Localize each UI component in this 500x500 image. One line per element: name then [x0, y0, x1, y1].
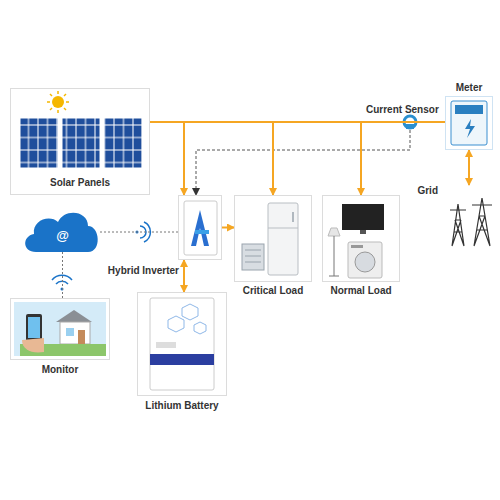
- node-label: Hybrid Inverter: [108, 265, 179, 277]
- monitor-icon: [14, 302, 106, 356]
- node-label: Critical Load: [225, 285, 321, 297]
- load-box: Normal Load: [322, 195, 400, 282]
- monitor-box: Monitor: [10, 298, 110, 360]
- inverter-icon: [184, 201, 217, 255]
- battery-icon: [150, 298, 214, 390]
- power-line: [468, 150, 470, 185]
- load-box: Critical Load: [234, 195, 312, 282]
- tower-icon: [450, 198, 492, 246]
- power-line: [183, 260, 185, 292]
- signal-line: [196, 130, 410, 195]
- fridge-icon: [242, 203, 298, 275]
- node-label: Normal Load: [313, 285, 409, 297]
- grid-icon: Grid: [442, 185, 494, 248]
- power-line: [150, 122, 184, 195]
- solar-box: Solar Panels: [10, 88, 150, 195]
- inverter-box: Hybrid Inverter: [178, 195, 222, 260]
- cloud-node: @: [25, 212, 100, 252]
- node-label: Solar Panels: [11, 177, 149, 189]
- power-line: [150, 122, 273, 195]
- node-label: Grid: [417, 185, 438, 197]
- node-label: @: [25, 228, 100, 244]
- meter-box: Meter: [445, 96, 493, 150]
- solar-panel-icon: [20, 118, 142, 168]
- battery-box: Lithium Battery: [137, 292, 227, 396]
- power-line: [150, 121, 445, 123]
- power-line: [222, 227, 234, 229]
- node-label: Meter: [446, 82, 492, 94]
- data-link: [100, 232, 178, 233]
- power-line: [150, 122, 361, 195]
- meter-icon: [451, 101, 487, 145]
- sun-icon: [47, 91, 69, 113]
- node-label: Monitor: [11, 364, 109, 376]
- data-link: [62, 252, 63, 298]
- part-label: Current Sensor: [366, 104, 439, 116]
- appliance-icon: [328, 204, 384, 278]
- node-label: Lithium Battery: [128, 400, 236, 412]
